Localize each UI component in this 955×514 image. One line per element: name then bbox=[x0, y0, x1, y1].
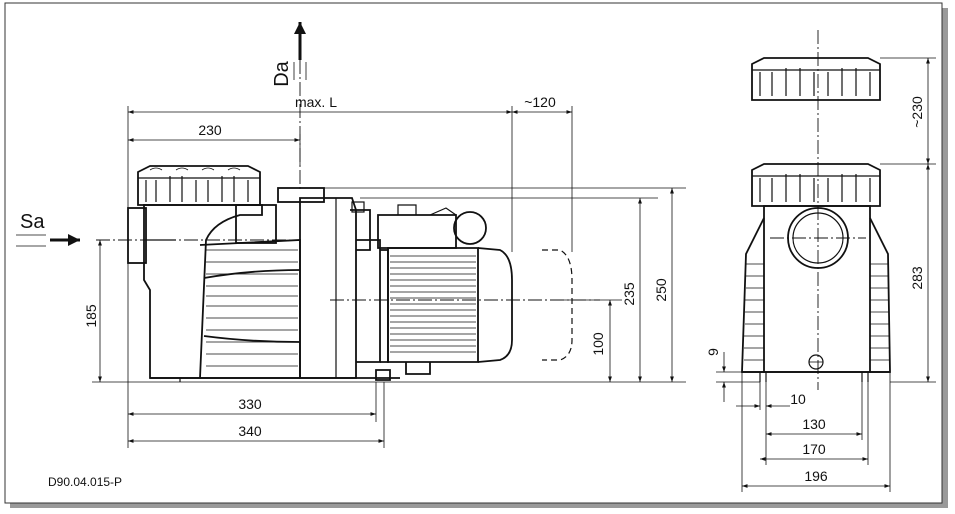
dim-130: 130 bbox=[802, 416, 826, 432]
lifted-lid bbox=[751, 57, 881, 101]
drawing-code: D90.04.015-P bbox=[48, 475, 122, 489]
dim-235: 235 bbox=[621, 282, 637, 306]
side-view-dimensions: max. L ~120 230 185 100 235 250 330 340 bbox=[83, 94, 686, 448]
dim-9: 9 bbox=[705, 348, 721, 356]
suction-label: Sa bbox=[20, 211, 45, 233]
discharge-indicator: Da bbox=[271, 22, 307, 192]
dim-196: 196 bbox=[804, 468, 828, 484]
dim-185: 185 bbox=[83, 304, 99, 328]
front-view-dimensions: ~230 283 9 10 130 170 196 bbox=[705, 57, 936, 492]
dim-100: 100 bbox=[590, 332, 606, 356]
dim-230: 230 bbox=[198, 122, 222, 138]
dim-approx-120: ~120 bbox=[524, 94, 556, 110]
suction-indicator: Sa bbox=[16, 211, 80, 247]
dim-max-length: max. L bbox=[295, 94, 337, 110]
dim-340: 340 bbox=[238, 423, 262, 439]
strainer-lid bbox=[137, 165, 261, 206]
dim-250: 250 bbox=[653, 278, 669, 302]
dim-170: 170 bbox=[802, 441, 826, 457]
dim-approx-230: ~230 bbox=[909, 96, 925, 128]
dim-330: 330 bbox=[238, 396, 262, 412]
dim-283: 283 bbox=[909, 266, 925, 290]
pump-front-view bbox=[741, 30, 891, 390]
pump-side-view bbox=[96, 165, 600, 382]
discharge-label: Da bbox=[271, 60, 293, 86]
mounted-lid bbox=[751, 163, 881, 207]
dim-10: 10 bbox=[790, 391, 806, 407]
